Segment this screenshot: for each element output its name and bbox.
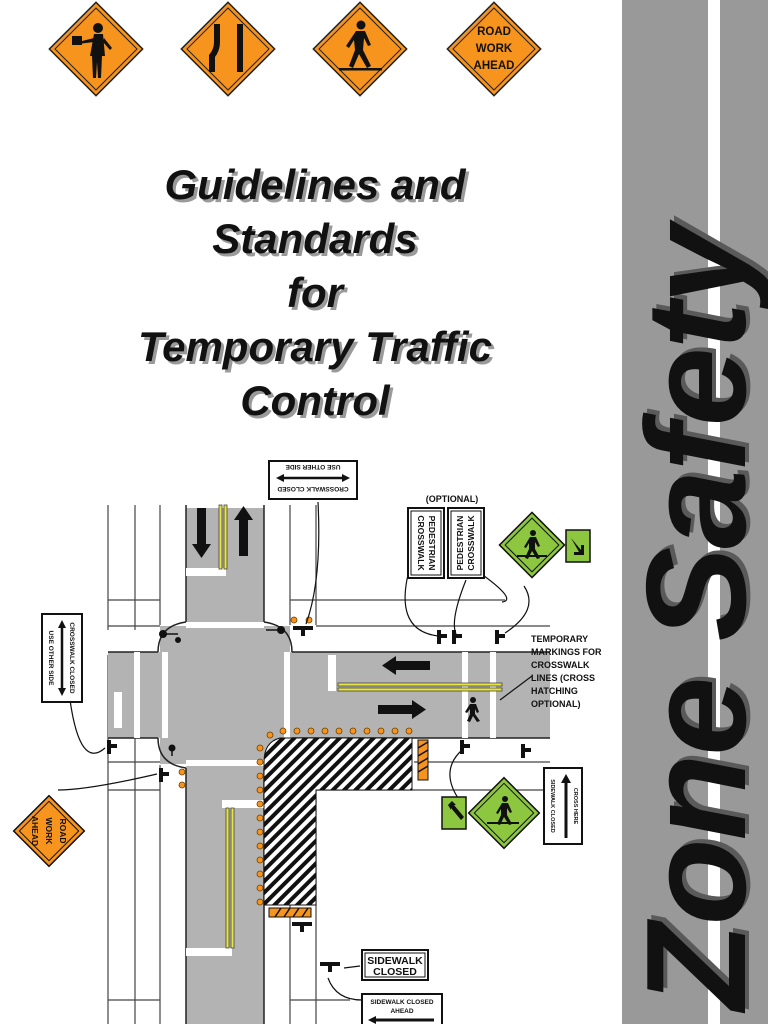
right-sidewalk-closed-sign: SIDEWALK CLOSED CROSS HERE [543,767,583,845]
pedestrian-icon [465,697,480,722]
sidewalk-closed-sign: SIDEWALK CLOSED [361,949,429,981]
left-diamond-line1: ROAD [58,818,68,843]
green-pedestrian-sign-bottom-icon [467,776,541,850]
bottom-sign-line1: SIDEWALK CLOSED [370,999,434,1006]
temp-line-6: OPTIONAL) [531,699,581,709]
banner-shadow-text: Zone Safety [621,215,768,1010]
temp-line-2: MARKINGS FOR [531,647,602,657]
barricade-icon [417,739,429,781]
document-title: Guidelines and Standards for Temporary T… [60,158,570,428]
barricade-bottom-icon [268,907,312,918]
bottom-sidewalk-closed-ahead-sign: SIDEWALK CLOSED AHEAD [361,993,443,1029]
left-crosswalk-closed-sign: CROSSWALK CLOSED USE OTHER SIDE [41,613,83,703]
top-crosswalk-closed-sign: CROSSWALK CLOSED USE OTHER SIDE [268,460,358,500]
road-work-line1: ROAD [477,26,511,38]
green-pedestrian-sign-top-icon [498,511,566,579]
intersection-diagram [57,490,550,1024]
sidewalk-closed-line1: SIDEWALK [367,955,423,967]
green-arrow-plaque-bottom-icon [441,796,467,830]
road-narrows-sign-icon [180,1,276,97]
title-line-5: Control [240,377,390,424]
title-line-4: Temporary Traffic [137,323,493,370]
left-sign-line1: CROSSWALK CLOSED [68,622,75,693]
title-line-3: for [287,269,343,316]
ped-sign-2-line1: PEDESTRIAN [455,516,465,571]
road-work-ahead-sign: ROAD WORK AHEAD [446,1,542,97]
flagger-sign-icon [48,1,144,97]
pedestrian-crossing-sign-icon [312,1,408,97]
left-diamond-line2: WORK [44,818,54,846]
green-arrow-plaque-top-icon [565,529,591,563]
ped-sign-2-line2: CROSSWALK [466,515,476,571]
title-line-2: Standards [212,215,418,262]
temporary-markings-note: TEMPORARY MARKINGS FOR CROSSWALK LINES (… [531,634,602,709]
right-sign-line2: CROSS HERE [572,788,578,825]
temp-line-3: CROSSWALK [531,660,590,670]
temp-line-1: TEMPORARY [531,634,588,644]
optional-label: (OPTIONAL) [426,494,479,504]
sidewalk-closed-line2: CLOSED [373,966,417,978]
left-road-work-ahead-sign: ROAD WORK AHEAD [12,794,86,868]
title-line-1: Guidelines and [164,161,466,208]
pedestrian-crosswalk-sign-2: PEDESTRIAN CROSSWALK [447,507,485,579]
road-work-line2: WORK [476,43,513,55]
side-banner: Zone Safety Zone Safety [617,0,768,1024]
left-diamond-line3: AHEAD [30,816,40,846]
bottom-sign-line2: AHEAD [390,1008,413,1015]
ped-sign-1-line1: PEDESTRIAN [427,516,437,571]
ped-sign-1-line2: CROSSWALK [416,515,426,571]
road-work-line3: AHEAD [474,60,515,72]
left-sign-line2: USE OTHER SIDE [47,631,54,687]
banner-text: Zone Safety [617,219,768,1014]
top-sign-line1: CROSSWALK CLOSED [277,485,348,492]
temp-line-4: LINES (CROSS [531,673,595,683]
right-sign-line1: SIDEWALK CLOSED [549,779,555,833]
temp-line-5: HATCHING [531,686,578,696]
top-sign-line2: USE OTHER SIDE [285,463,341,470]
pedestrian-crosswalk-sign-1: PEDESTRIAN CROSSWALK [407,507,445,579]
